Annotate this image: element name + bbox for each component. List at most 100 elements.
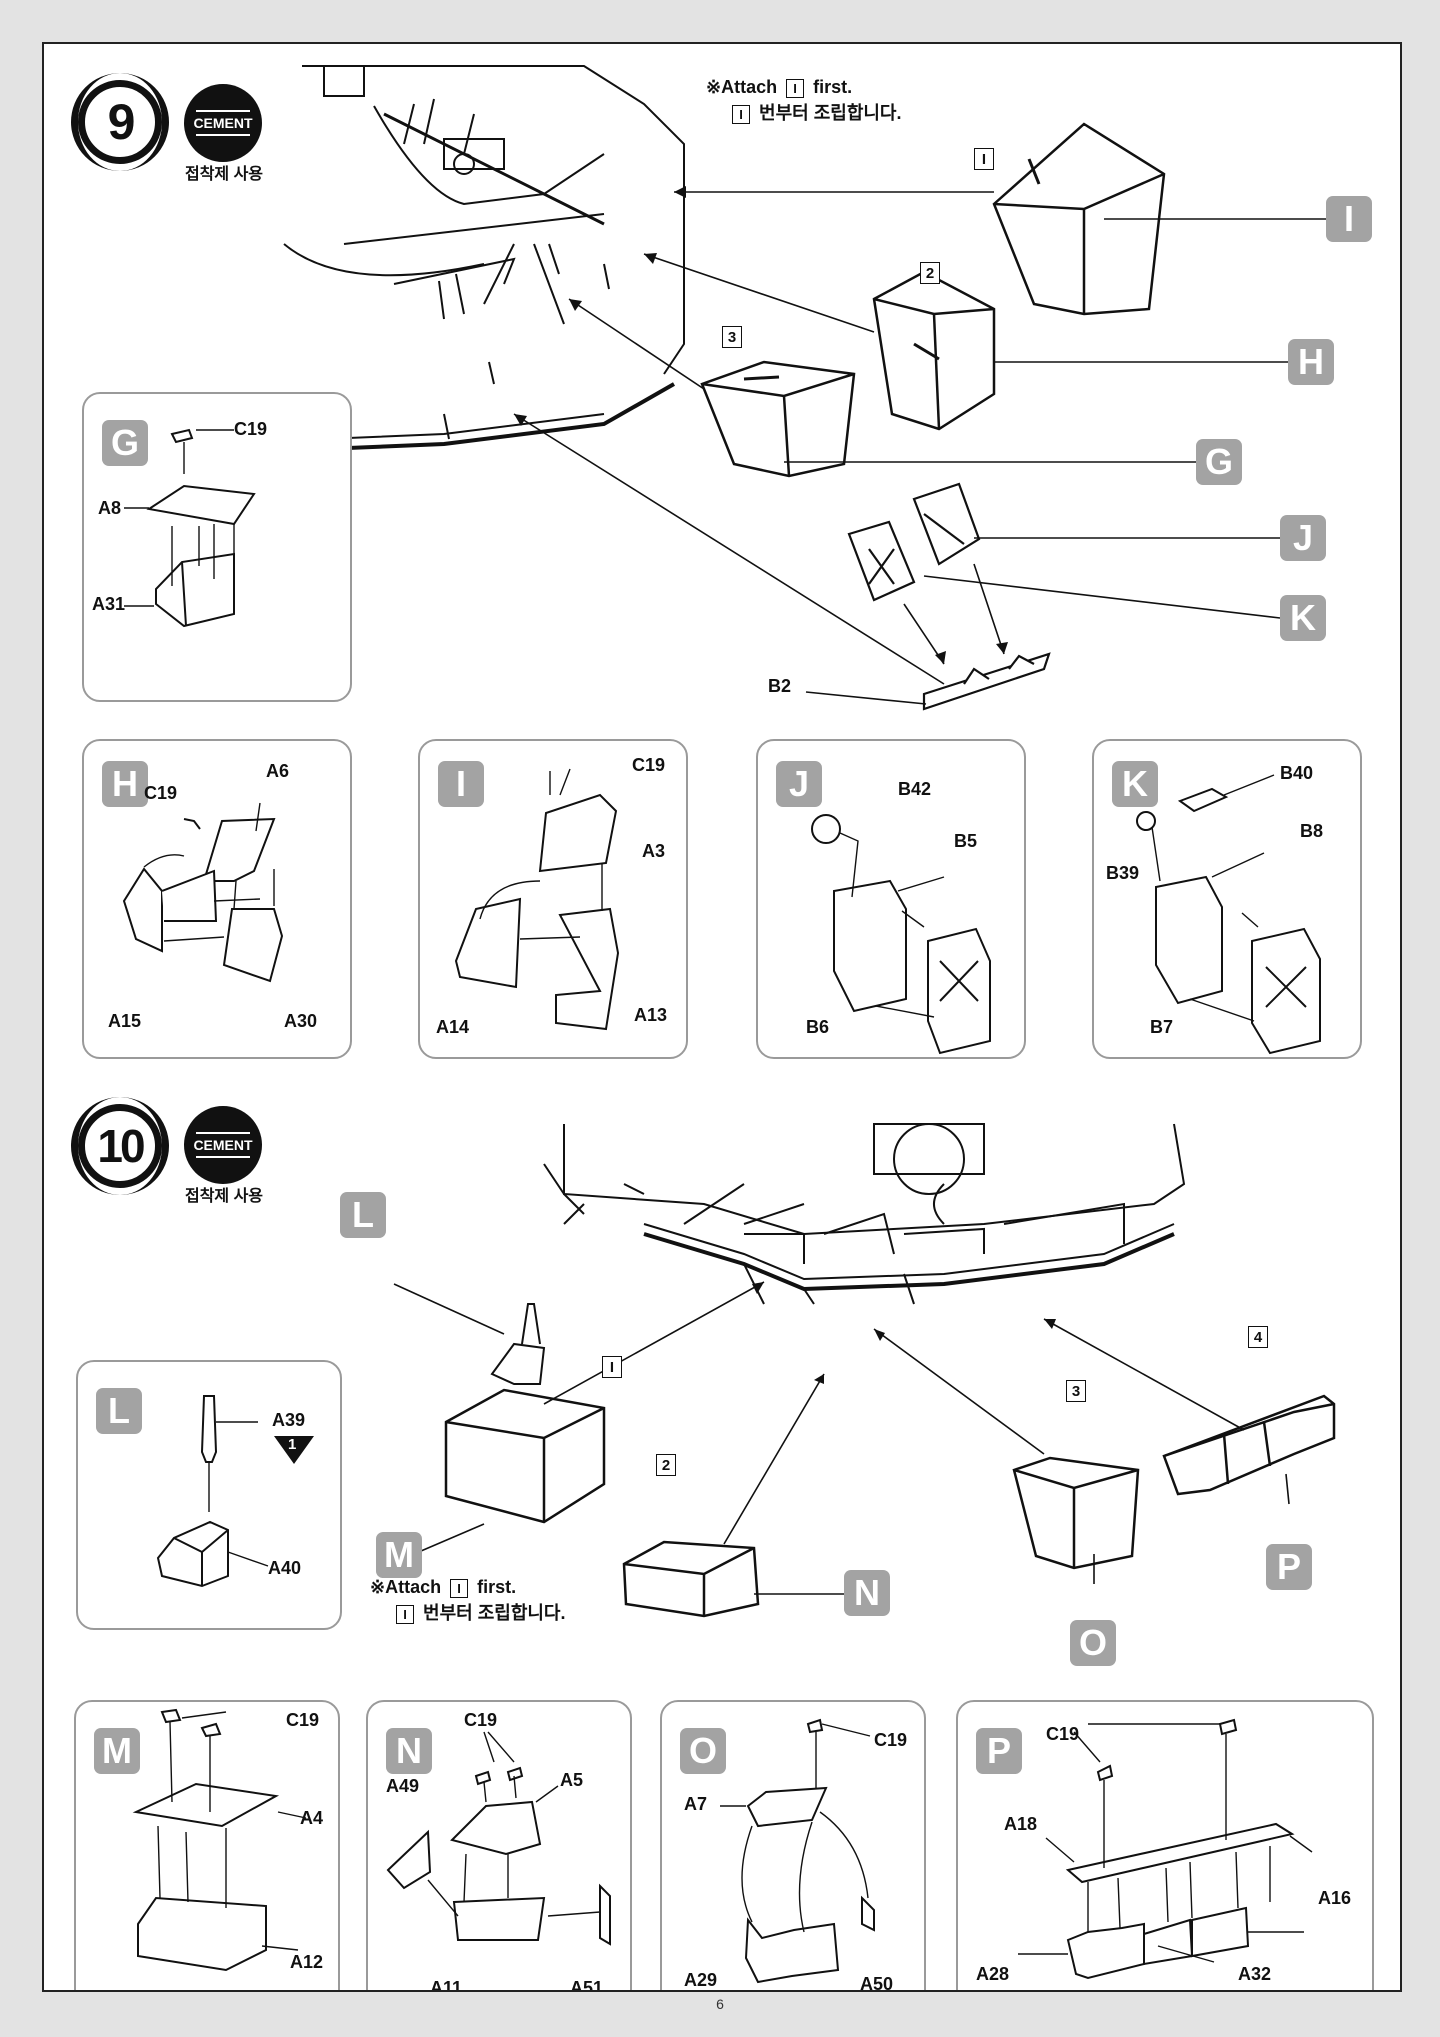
part-A12: A12 [290, 1952, 324, 1972]
part-A5: A5 [560, 1770, 584, 1790]
marker-number: 1 [288, 1436, 297, 1453]
callout-L: L [340, 1192, 386, 1238]
order-mark-1: I [974, 148, 994, 170]
attach-note-prefix: ※Attach [706, 77, 778, 97]
panel-H: H C19 A6 A15 A30 [82, 739, 352, 1059]
order-mark-3: 3 [722, 326, 742, 348]
part-A6: A6 [266, 761, 290, 781]
part-A13: A13 [634, 1005, 668, 1025]
part-B5: B5 [954, 831, 978, 851]
order-mark-1: I [602, 1356, 622, 1378]
panel-I-drawing [454, 768, 620, 1031]
part-B8: B8 [1300, 821, 1324, 841]
part-A8: A8 [98, 498, 122, 518]
panel-I: I C19 A3 A14 A13 [418, 739, 688, 1059]
callout-I: I [1326, 196, 1372, 242]
order-mark-2: 2 [920, 262, 940, 284]
panel-J-drawing [811, 814, 991, 1055]
panel-I-badge: I [438, 761, 484, 807]
panel-M-badge: M [94, 1728, 140, 1774]
panel-H-badge: H [102, 761, 148, 807]
callout-K: K [1280, 595, 1326, 641]
part-A3: A3 [642, 841, 666, 861]
attach-note-box-ko: I [732, 104, 750, 124]
callout-O: O [1070, 1620, 1116, 1666]
part-C19: C19 [874, 1730, 908, 1750]
part-A50: A50 [860, 1974, 894, 1992]
part-A18: A18 [1004, 1814, 1038, 1834]
part-A28: A28 [976, 1964, 1010, 1984]
part-A31: A31 [92, 594, 126, 614]
attach-note-box-ko: I [396, 1604, 414, 1624]
callout-H: H [1288, 339, 1334, 385]
part-B7: B7 [1150, 1017, 1174, 1037]
panel-G: G C19 A8 A31 [82, 392, 352, 702]
cement-icon: CEMENT [184, 84, 262, 162]
part-C19: C19 [464, 1710, 498, 1730]
part-C19: C19 [144, 783, 178, 803]
callout-J: J [1280, 515, 1326, 561]
part-C19: C19 [286, 1710, 320, 1730]
callout-N: N [844, 1570, 890, 1616]
part-A32: A32 [1238, 1964, 1272, 1984]
panel-M: M C19 A4 A12 [74, 1700, 340, 1990]
panel-L-badge: L [96, 1388, 142, 1434]
attach-note-korean: 번부터 조립합니다. [759, 103, 902, 123]
panel-O-badge: O [680, 1728, 726, 1774]
part-B6: B6 [806, 1017, 830, 1037]
panel-G-badge: G [102, 420, 148, 466]
order-mark-3: 3 [1066, 1380, 1086, 1402]
part-A51: A51 [570, 1978, 604, 1992]
part-A49: A49 [386, 1776, 420, 1796]
step-9-main-drawing [282, 65, 1326, 711]
part-B40: B40 [1280, 763, 1314, 783]
panel-N-badge: N [386, 1728, 432, 1774]
panel-P-badge: P [976, 1728, 1022, 1774]
panel-J: J B42 B5 B6 [756, 739, 1026, 1059]
part-A7: A7 [684, 1794, 708, 1814]
panel-H-drawing [122, 802, 284, 983]
attach-note-korean: 번부터 조립합니다. [423, 1603, 566, 1623]
panel-L: L A39 1 A40 [76, 1360, 342, 1630]
part-B2: B2 [768, 676, 792, 696]
cement-note: 접착제 사용 [184, 1188, 264, 1205]
part-C19: C19 [1046, 1724, 1080, 1744]
cement-icon: CEMENT [184, 1106, 262, 1184]
attach-note-box: I [786, 78, 805, 98]
attach-note-prefix: ※Attach [370, 1577, 442, 1597]
order-mark-4: 4 [1248, 1326, 1268, 1348]
callout-M: M [376, 1532, 422, 1578]
part-A11: A11 [430, 1978, 463, 1992]
part-A40: A40 [268, 1558, 302, 1578]
panel-K-badge: K [1112, 761, 1158, 807]
panel-J-badge: J [776, 761, 822, 807]
panel-L-drawing [156, 1395, 269, 1588]
panel-G-drawing [124, 428, 256, 628]
attach-note-suffix: first. [813, 77, 853, 97]
part-A14: A14 [436, 1017, 470, 1037]
panel-N-drawing [386, 1731, 611, 1946]
panel-M-drawing [132, 1708, 307, 1972]
part-A29: A29 [684, 1970, 718, 1990]
marker-triangle: 1 [274, 1436, 314, 1464]
panel-P-drawing [1018, 1718, 1313, 1980]
cement-note: 접착제 사용 [184, 166, 264, 183]
attach-note-suffix: first. [477, 1577, 517, 1597]
part-B39: B39 [1106, 863, 1140, 883]
step-10-number: 10 [71, 1097, 169, 1195]
part-A15: A15 [108, 1011, 142, 1031]
panel-N: N C19 A49 A5 A11 A51 [366, 1700, 632, 1992]
page-number: 6 [716, 1996, 724, 2012]
step-10-main-drawing [393, 1123, 1336, 1618]
panel-O: O C19 A7 A29 A50 [660, 1700, 926, 1992]
panel-O-drawing [720, 1718, 875, 1984]
attach-note-box: I [450, 1578, 469, 1598]
part-A30: A30 [284, 1011, 318, 1031]
part-A4: A4 [300, 1808, 324, 1828]
callout-G: G [1196, 439, 1242, 485]
panel-K-drawing [1136, 774, 1321, 1055]
part-A16: A16 [1318, 1888, 1352, 1908]
part-A39: A39 [272, 1410, 306, 1430]
part-C19: C19 [234, 419, 268, 439]
part-B42: B42 [898, 779, 932, 799]
